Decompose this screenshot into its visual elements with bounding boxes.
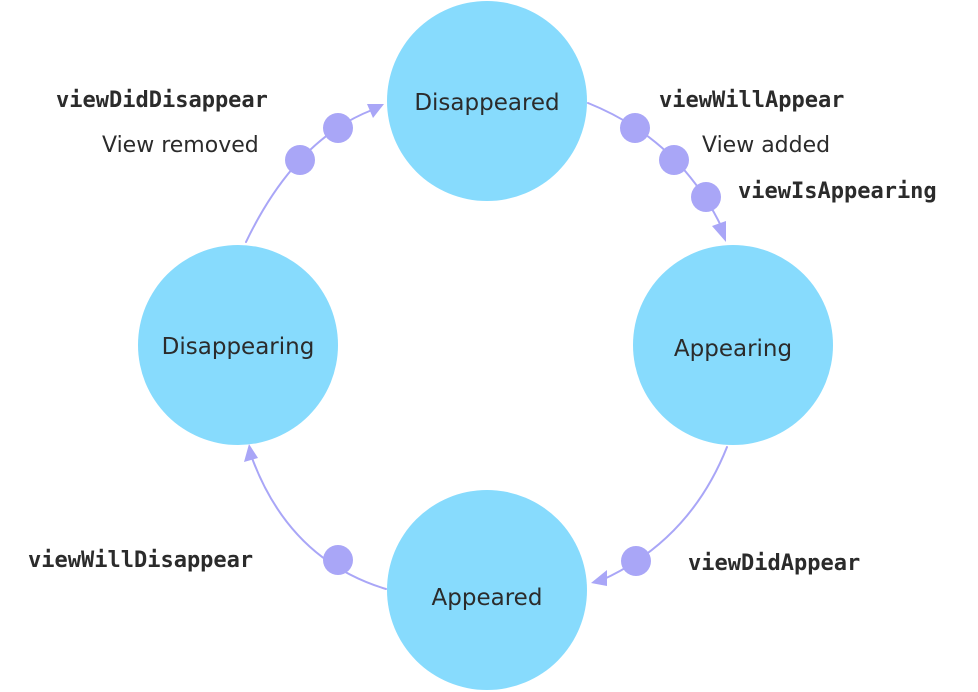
event-view-will-disappear-label: viewWillDisappear <box>28 548 253 573</box>
state-disappearing-node <box>138 245 338 445</box>
arrowhead-to-disappearing <box>244 444 258 462</box>
state-disappeared-node <box>387 1 587 201</box>
event-dot-view-did-appear <box>621 546 651 576</box>
transition-appearing-to-appeared <box>601 446 728 581</box>
event-view-did-appear-label: viewDidAppear <box>688 551 860 576</box>
event-view-added-label: View added <box>702 133 830 158</box>
event-view-removed-label: View removed <box>102 133 259 158</box>
state-appeared-label: Appeared <box>432 585 543 611</box>
event-dot-view-is-appearing <box>691 182 721 212</box>
state-disappearing-label: Disappearing <box>162 334 315 360</box>
event-dot-view-will-appear <box>620 113 650 143</box>
arrowhead-to-disappeared <box>367 104 384 118</box>
event-view-will-appear-label: viewWillAppear <box>659 88 844 113</box>
event-view-is-appearing-label: viewIsAppearing <box>738 179 937 204</box>
transition-disappearing-to-disappeared <box>245 109 373 243</box>
event-dot-view-removed <box>285 145 315 175</box>
state-appeared-node <box>387 490 587 690</box>
state-appearing-label: Appearing <box>674 336 792 362</box>
event-view-did-disappear-label: viewDidDisappear <box>56 88 268 113</box>
event-dot-view-did-disappear <box>323 113 353 143</box>
arrowhead-to-appearing <box>712 221 726 242</box>
transition-appeared-to-disappearing <box>251 457 387 590</box>
event-dot-view-added <box>659 145 689 175</box>
state-disappeared-label: Disappeared <box>414 90 559 116</box>
arrowhead-to-appeared <box>591 570 607 586</box>
state-appearing-node <box>633 245 833 445</box>
event-dot-view-will-disappear <box>323 545 353 575</box>
